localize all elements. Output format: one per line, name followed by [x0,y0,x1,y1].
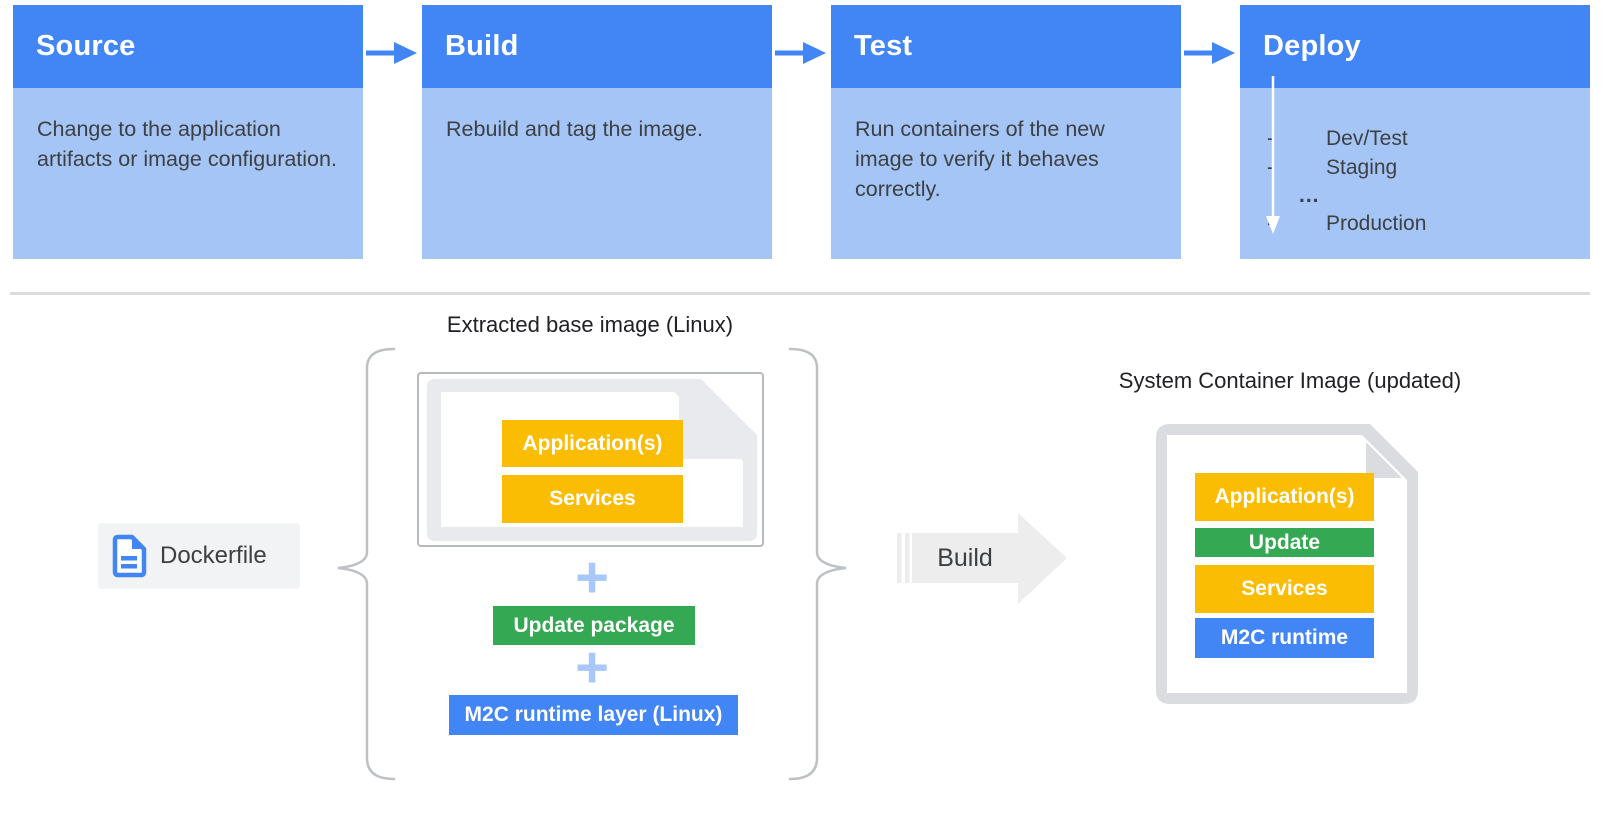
deploy-target-row: - Dev/Test [1240,124,1590,153]
flow-connector [772,5,831,259]
flow-step-build-body: Rebuild and tag the image. [422,88,772,259]
flow-connector [363,5,422,259]
cicd-flow-row: Source Change to the application artifac… [13,5,1590,259]
deploy-target-label: Staging [1326,155,1398,179]
dockerfile-document-icon [112,534,147,578]
deploy-target-label: Production [1326,211,1427,235]
flow-arrow-icon [1184,42,1235,64]
result-layer-applications: Application(s) [1195,473,1374,521]
result-layer-services: Services [1195,565,1374,613]
flow-step-build: Build Rebuild and tag the image. [422,5,772,259]
folded-corner [1366,442,1402,478]
deploy-target-bullet: - [1267,155,1274,179]
dockerfile-label: Dockerfile [160,542,267,569]
layer-applications: Application(s) [502,420,683,467]
system-container-image-box: Application(s) Update Services M2C runti… [1156,424,1418,704]
flow-step-deploy-body: - Dev/Test - Staging ... - Production [1240,88,1590,259]
flow-step-source-title: Source [13,5,363,88]
section-divider [10,292,1590,295]
flow-step-source: Source Change to the application artifac… [13,5,363,259]
plus-icon: + [575,635,609,700]
flow-step-build-title: Build [422,5,772,88]
flow-step-build-description: Rebuild and tag the image. [446,117,703,141]
deploy-target-row: - Production [1240,209,1590,238]
result-layer-update: Update [1195,528,1374,557]
flow-arrow-icon [366,42,417,64]
system-container-image-title: System Container Image (updated) [1118,368,1462,393]
plus-icon: + [575,545,609,610]
container-image-document-icon [1156,424,1418,704]
curly-brace-left-icon [337,347,396,781]
flow-step-deploy-title: Deploy [1240,5,1590,88]
flow-step-test: Test Run containers of the new image to … [831,5,1181,259]
flow-arrow-icon [775,42,826,64]
deploy-target-bullet: - [1267,126,1274,150]
flow-step-source-description: Change to the application artifacts or i… [37,117,337,171]
deploy-target-label: Dev/Test [1326,126,1408,150]
flow-step-deploy: Deploy - Dev/Test - Staging ... - Produc… [1240,5,1590,259]
build-arrow-icon [897,513,1067,604]
build-step: Build [893,505,1075,611]
flow-connector [1181,5,1240,259]
flow-step-test-body: Run containers of the new image to verif… [831,88,1181,259]
flow-step-source-body: Change to the application artifacts or i… [13,88,363,259]
build-arrow-label: Build [937,543,993,572]
m2c-runtime-layer-box: M2C runtime layer (Linux) [449,695,738,735]
extracted-base-image-title: Extracted base image (Linux) [446,312,734,337]
result-layer-m2c-runtime: M2C runtime [1195,618,1374,658]
curly-brace-right-icon [788,347,847,781]
flow-step-test-description: Run containers of the new image to verif… [855,117,1105,201]
dockerfile-chip: Dockerfile [98,523,300,589]
flow-step-test-title: Test [831,5,1181,88]
extracted-base-image-box: Application(s) Services [417,372,764,547]
deploy-progress-arrow-icon [1266,76,1280,234]
layer-services: Services [502,475,683,523]
folded-corner [679,397,741,459]
update-package-box: Update package [493,606,695,645]
deploy-target-row: - Staging [1240,153,1590,182]
deploy-target-ellipsis: ... [1299,183,1320,207]
